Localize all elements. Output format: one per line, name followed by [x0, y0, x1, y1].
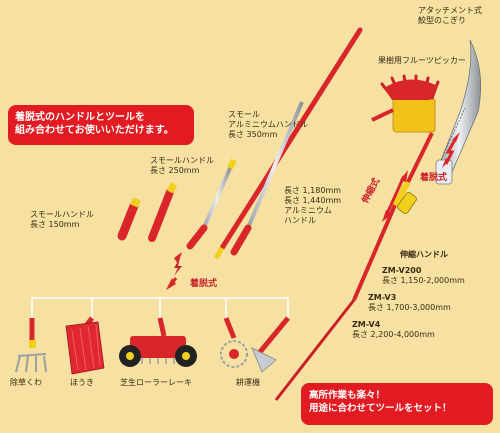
model-code: ZM-V200: [382, 266, 422, 275]
detach-label-bottom: 着脱式: [190, 279, 218, 289]
small-handle-150-icon: [117, 197, 141, 241]
detach-label-right: 着脱式: [420, 173, 448, 183]
small-handle-250-label: スモールハンドル 長さ 250mm: [150, 156, 214, 176]
label-line: アルミニウムハンドル: [228, 120, 308, 129]
model-length: 長さ 2,200-4,000mm: [352, 330, 435, 339]
small-handle-150-label: スモールハンドル 長さ 150mm: [30, 210, 94, 230]
model-code: ZM-V4: [352, 320, 381, 329]
attachment-saw-line: アタッチメント式: [418, 6, 482, 15]
model-length: 長さ 1,150-2,000mm: [382, 276, 465, 285]
attachment-saw-line: 鮫型のこぎり: [418, 16, 466, 25]
label-line: スモール: [228, 110, 260, 119]
label-line: ハンドル: [284, 216, 316, 225]
tool-label-broom: ほうき: [70, 378, 94, 387]
model-zm-v3: ZM-V3 長さ 1,700-3,000mm: [368, 293, 451, 313]
lawn-roller-rake-icon: [119, 317, 197, 367]
label-line: 長さ 350mm: [228, 130, 278, 139]
callout-line: 着脱式のハンドルとツールを: [15, 112, 145, 123]
tool-label-weeding-hoe: 除草くわ: [10, 378, 42, 387]
telescopic-handle-label: 伸縮ハンドル: [400, 250, 448, 259]
fruit-picker-icon: [371, 74, 440, 133]
cultivator-icon: [220, 316, 290, 373]
tool-label-cultivator: 耕運機: [236, 378, 260, 387]
bracket-lines: [31, 297, 289, 318]
telescopic-handle-pole-icon: [213, 27, 363, 260]
callout-line: 組み合わせてお使いいただけます。: [15, 125, 174, 136]
label-line: 長さ 250mm: [150, 166, 200, 175]
label-line: 長さ 1,180mm: [284, 186, 342, 195]
attachment-saw-label: アタッチメント式 鮫型のこぎり: [418, 6, 482, 26]
fruit-picker-label: 果樹用フルーツピッカー: [378, 56, 466, 65]
combine-handles-callout: 着脱式のハンドルとツールを 組み合わせてお使いいただけます。: [8, 105, 194, 145]
high-work-callout: 高所作業も楽々！ 用途に合わせてツールをセット！: [301, 383, 493, 425]
detach-arrow-left-icon: [166, 252, 182, 290]
broom-icon: [65, 316, 105, 375]
small-aluminum-handle-icon: [186, 158, 237, 250]
label-line: スモールハンドル: [150, 156, 214, 165]
model-zm-v4: ZM-V4 長さ 2,200-4,000mm: [352, 320, 435, 340]
aluminum-handle-label: 長さ 1,180mm 長さ 1,440mm アルミニウム ハンドル: [284, 186, 341, 226]
small-handle-250-icon: [148, 182, 178, 242]
aluminum-pole-icon: [230, 101, 304, 256]
label-line: アルミニウム: [284, 206, 332, 215]
fruit-picker-pole-icon: [274, 132, 434, 401]
model-code: ZM-V3: [368, 293, 397, 302]
saw-blade-icon: [435, 39, 482, 185]
callout-line: 高所作業も楽々！: [309, 390, 386, 401]
label-line: 長さ 150mm: [30, 220, 80, 229]
detach-arrow-right-icon: [442, 132, 460, 168]
tool-label-lawn-roller-rake: 芝生ローラーレーキ: [120, 378, 192, 387]
label-line: スモールハンドル: [30, 210, 94, 219]
small-aluminum-handle-label: スモール アルミニウムハンドル 長さ 350mm: [228, 110, 308, 140]
callout-line: 用途に合わせてツールをセット！: [309, 403, 452, 414]
telescopic-arrow-icon: [382, 170, 408, 222]
model-length: 長さ 1,700-3,000mm: [368, 303, 451, 312]
label-line: 長さ 1,440mm: [284, 196, 342, 205]
model-zm-v200: ZM-V200 長さ 1,150-2,000mm: [382, 266, 465, 286]
weeding-hoe-icon: [15, 318, 47, 373]
